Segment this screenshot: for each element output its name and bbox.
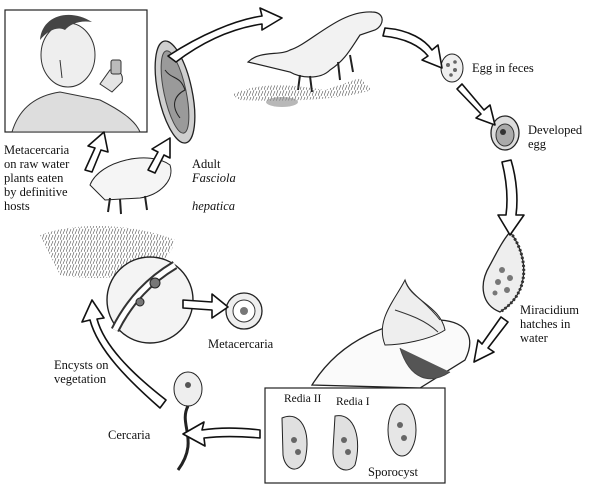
label-adult-prefix: Adult — [192, 157, 221, 171]
arrow-developed-to-miracidium — [497, 159, 525, 236]
cercaria-illustration — [173, 371, 203, 471]
label-metacercaria: Metacercaria — [208, 337, 274, 351]
label-adult-genus: Fasciola — [192, 171, 236, 185]
arrow-egg-to-developed — [456, 83, 496, 126]
label-metacercaria-raw-plants: Metacercaria on raw water plants eaten b… — [4, 143, 70, 213]
magnified-plant-circle — [106, 256, 194, 344]
label-adult-species: hepatica — [192, 199, 236, 213]
intramolluscan-stages-box — [264, 387, 446, 484]
egg-in-feces-illustration — [440, 53, 464, 83]
label-miracidium: Miracidium hatches in water — [520, 303, 580, 345]
arrow-adult-to-sheep — [167, 7, 283, 63]
label-redia-ii: Redia II — [284, 393, 322, 405]
arrow-sheep-to-egg — [382, 27, 443, 69]
sheep-grazing-illustration — [232, 11, 383, 107]
label-adult-fasciola-hepatica: Adult Fasciola hepatica — [192, 143, 262, 213]
arrow-cercaria-to-encysts — [81, 299, 167, 409]
metacercaria-cyst-illustration — [225, 292, 263, 330]
label-sporocyst: Sporocyst — [368, 465, 418, 479]
arrow-miracidium-to-snail — [473, 316, 509, 363]
arrow-plant-to-metacercaria — [182, 293, 229, 319]
label-cercaria: Cercaria — [108, 428, 151, 442]
arrow-human-to-adult — [147, 137, 171, 174]
arrow-snail-to-cercaria — [182, 421, 261, 447]
arrow-raw-plants-to-human — [84, 131, 109, 173]
human-host-illustration — [4, 9, 148, 133]
developed-egg-illustration — [490, 115, 520, 151]
miracidium-illustration — [482, 230, 526, 314]
label-egg-in-feces: Egg in feces — [472, 61, 534, 75]
adult-fluke-illustration — [154, 40, 196, 144]
label-encysts-on-vegetation: Encysts on vegetation — [54, 358, 109, 386]
snail-illustration — [310, 278, 471, 389]
label-redia-i: Redia I — [336, 396, 370, 408]
label-developed-egg: Developed egg — [528, 123, 583, 151]
